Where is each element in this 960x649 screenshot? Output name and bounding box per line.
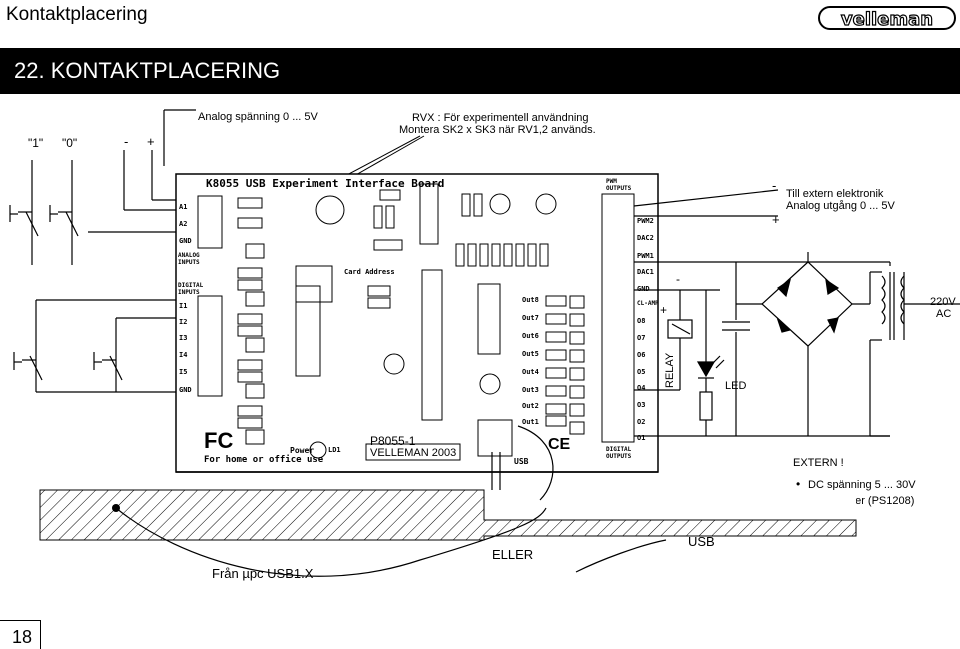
switches-bottom <box>13 299 176 393</box>
out2: Out2 <box>522 402 539 410</box>
output-o5: O5 <box>637 368 646 376</box>
input-gnd-analog: GND <box>179 237 192 245</box>
hatched-surface <box>39 489 857 541</box>
section-title: 22. KONTAKTPLACERING <box>14 58 281 83</box>
output-o3: O3 <box>637 401 646 409</box>
output-o1: O1 <box>637 434 646 442</box>
label-rvx-line2: Montera SK2 x SK3 när RV1,2 används. <box>399 124 596 136</box>
label-input-one: "1" <box>28 136 44 150</box>
output-pwm1: PWM1 <box>637 252 654 260</box>
label-extern-title: EXTERN ! <box>793 457 844 469</box>
out7: Out7 <box>522 314 539 322</box>
velleman-logo: velleman <box>818 6 956 31</box>
output-o6: O6 <box>637 351 646 359</box>
out5: Out5 <box>522 350 539 358</box>
fcc-logo: FC <box>204 428 234 453</box>
board-footer: For home or office use <box>204 455 324 465</box>
output-gnd: GND <box>637 285 650 293</box>
output-o7: O7 <box>637 334 646 342</box>
label-minus-analog: - <box>124 134 129 149</box>
label-or: ELLER <box>492 547 534 562</box>
label-usb: USB <box>688 534 715 549</box>
label-analog-input: Analog spänning 0 ... 5V <box>198 111 318 123</box>
out6: Out6 <box>522 332 539 340</box>
output-dac2: DAC2 <box>637 234 654 242</box>
label-ac: AC <box>936 308 952 320</box>
page-number: 18 <box>12 627 33 647</box>
label-extern-line2: Analog utgång 0 ... 5V <box>786 200 895 212</box>
pcb-board <box>175 173 659 473</box>
out4: Out4 <box>522 368 539 376</box>
label-plus-extern: + <box>772 212 780 227</box>
board-title: K8055 USB Experiment Interface Board <box>206 177 445 190</box>
board-digital-inputs: DIGITAL INPUTS <box>178 282 204 296</box>
label-relay-plus: + <box>660 303 668 317</box>
input-gnd-digital: GND <box>179 386 192 394</box>
label-mains: 220V <box>930 296 956 308</box>
board-pwm-outputs: PWM OUTPUTS <box>606 178 632 192</box>
label-relay-minus: - <box>676 272 680 286</box>
usb-cables <box>115 425 667 577</box>
label-input-zero: "0" <box>62 136 78 150</box>
logo-text: velleman <box>841 9 933 30</box>
section-banner: 22. KONTAKTPLACERING <box>0 48 960 94</box>
label-from-pc: Från µpc USB1.X <box>212 566 314 581</box>
board-digital-outputs: DIGITAL OUTPUTS <box>606 446 632 460</box>
input-i4: I4 <box>179 351 188 359</box>
out1: Out1 <box>522 418 539 426</box>
out8: Out8 <box>522 296 539 304</box>
switches-top <box>9 109 196 265</box>
output-clamp: CL-AMP <box>637 300 659 307</box>
board-velleman: VELLEMAN 2003 <box>370 447 457 459</box>
input-i3: I3 <box>179 334 188 342</box>
board-usb: USB <box>514 457 529 466</box>
output-o4: O4 <box>637 384 646 392</box>
input-i2: I2 <box>179 318 188 326</box>
board-analog-inputs: ANALOG INPUTS <box>178 252 200 266</box>
input-i5: I5 <box>179 368 188 376</box>
label-extern-item1: DC spänning 5 ... 30V <box>808 479 916 491</box>
output-pwm2: PWM2 <box>637 217 654 225</box>
label-minus-extern: - <box>772 178 777 193</box>
cable-end-point <box>112 504 120 512</box>
board-ld1: LD1 <box>328 446 341 454</box>
page-number-box: 18 <box>0 620 41 649</box>
page-header-title: Kontaktplacering <box>6 4 148 25</box>
out3: Out3 <box>522 386 539 394</box>
label-rvx-line1: RVX : För experimentell användning <box>412 112 589 124</box>
output-dac1: DAC1 <box>637 268 654 276</box>
board-card-address: Card Address <box>344 268 395 276</box>
pcb-components <box>197 183 635 461</box>
ce-logo: CE <box>548 436 571 453</box>
input-a2: A2 <box>179 220 188 228</box>
bullet-1: • <box>796 477 801 491</box>
input-i1: I1 <box>179 302 188 310</box>
board-power: Power <box>290 446 315 455</box>
output-o8: O8 <box>637 317 646 325</box>
input-a1: A1 <box>179 203 188 211</box>
output-o2: O2 <box>637 418 646 426</box>
external-circuit <box>633 189 960 437</box>
label-extern-line1: Till extern elektronik <box>786 188 884 200</box>
board-p8055: P8055-1 <box>370 434 416 448</box>
label-plus-analog: + <box>147 134 155 149</box>
